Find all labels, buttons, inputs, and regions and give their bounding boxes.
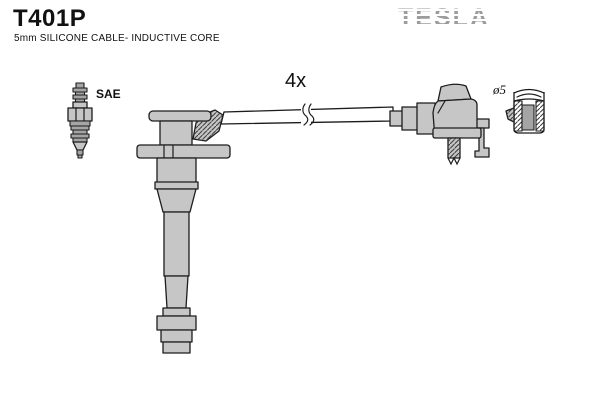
coil-end-connector-icon xyxy=(389,83,490,166)
logo-stripes-decoration xyxy=(398,6,510,30)
quantity-label: 4x xyxy=(285,70,307,92)
part-number: T401P xyxy=(13,5,87,32)
spark-plug-icon xyxy=(67,82,93,159)
sae-standard-label: SAE xyxy=(96,87,121,101)
spark-plug-boot-icon xyxy=(136,109,231,354)
tesla-logo: TESLA xyxy=(398,6,510,31)
cap-diameter-label: ø5 xyxy=(493,82,506,97)
terminal-cap-cross-section-icon xyxy=(505,88,545,134)
cable-break-mark-icon xyxy=(301,103,315,126)
product-description: 5mm SILICONE CABLE- INDUCTIVE CORE xyxy=(14,33,220,44)
